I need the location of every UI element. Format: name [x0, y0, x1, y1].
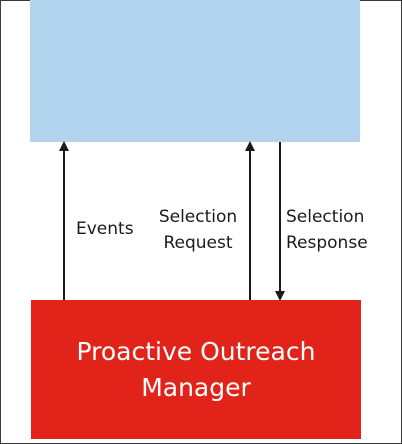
selection-response-label: Selection Response [286, 204, 368, 256]
proactive-outreach-manager-box: Proactive Outreach Manager [31, 300, 361, 439]
selection-request-label: Selection Request [152, 204, 244, 256]
proactive-outreach-manager-label: Proactive Outreach Manager [76, 336, 316, 402]
selection-request-label-line1: Selection [158, 207, 238, 227]
selection-request-label-line2: Request [163, 233, 233, 253]
events-label: Events [76, 219, 134, 239]
selection-response-label-line2: Response [286, 233, 368, 253]
top-system-box [30, 0, 360, 142]
selection-response-label-line1: Selection [286, 207, 365, 227]
